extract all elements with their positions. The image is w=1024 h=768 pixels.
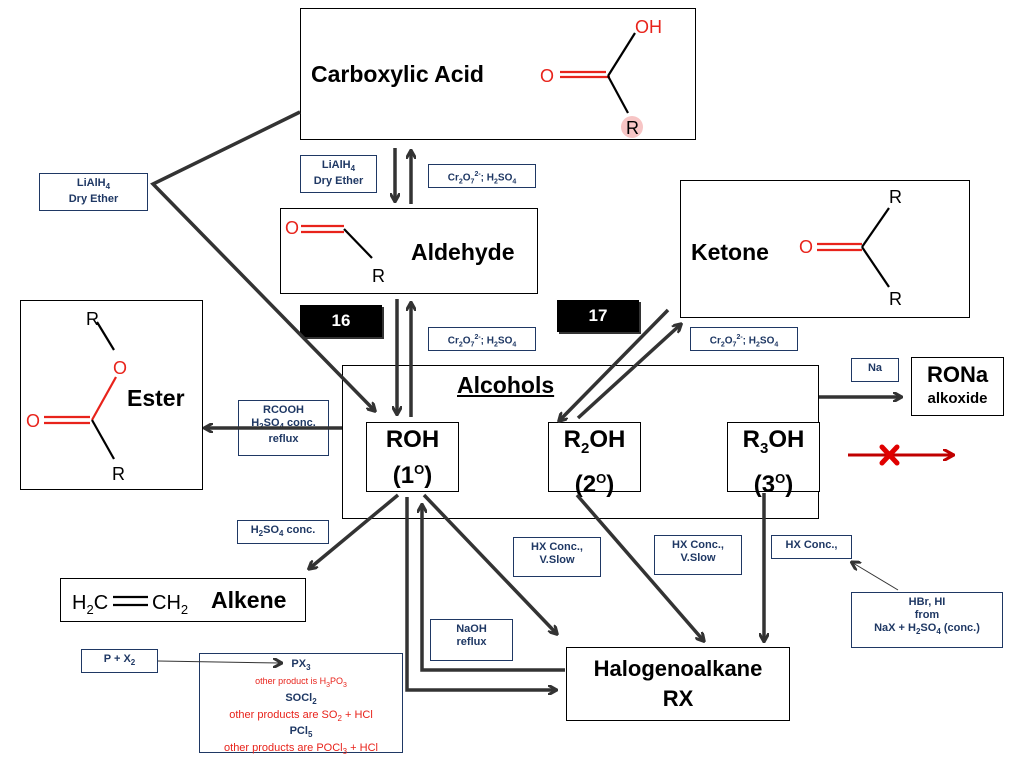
badge-17: 17	[557, 300, 639, 332]
sodium-note: Na	[851, 358, 899, 382]
tertiary-alcohol-degree: (3O)	[753, 470, 794, 498]
oxidation-note-3: Cr2O72-; H2SO4	[690, 327, 798, 351]
hx-conc-note: HX Conc.,	[771, 535, 852, 559]
rona-label: RONa	[926, 362, 989, 387]
alkene-box: Alkene	[60, 578, 306, 622]
carboxylic-acid-box: Carboxylic Acid	[300, 8, 696, 140]
tertiary-alcohol-box: R3OH (3O)	[727, 422, 820, 498]
alkoxide-label: alkoxide	[927, 390, 988, 407]
alcohols-label: Alcohols	[457, 372, 555, 398]
secondary-alcohol-box: R2OH (2O)	[548, 422, 641, 498]
lialh4-note-mid: LiAlH4 Dry Ether	[300, 155, 377, 193]
hx-slow-note-2: HX Conc., V.Slow	[654, 535, 742, 575]
phosphorus-halogen-note: P + X2	[81, 649, 158, 673]
tertiary-alcohol-formula: R3OH	[742, 426, 805, 457]
ester-box: Ester	[20, 300, 203, 490]
oxidation-note-2: Cr2O72-; H2SO4	[428, 327, 536, 351]
ketone-label: Ketone	[691, 239, 769, 265]
secondary-alcohol-formula: R2OH	[563, 426, 626, 457]
aldehyde-box: Aldehyde	[280, 208, 538, 294]
oxidation-note-1: Cr2O72-; H2SO4	[428, 164, 536, 188]
primary-alcohol-formula: ROH	[385, 426, 440, 453]
alkene-label: Alkene	[211, 587, 287, 613]
rona-box: RONa alkoxide	[911, 357, 1004, 416]
carboxylic-acid-label: Carboxylic Acid	[311, 61, 484, 87]
halogenoalkane-box: Halogenoalkane RX	[566, 647, 790, 721]
pointer-hbr-to-hx	[853, 563, 899, 591]
arrow-primary-to-rx-reagents	[405, 497, 555, 690]
badge-16: 16	[300, 305, 382, 337]
esterification-note: RCOOH H2SO4 conc. reflux	[238, 400, 329, 456]
primary-alcohol-box: ROH (1O)	[366, 422, 459, 492]
dehydration-note: H2SO4 conc.	[237, 520, 329, 544]
primary-alcohol-degree: (1O)	[392, 462, 433, 489]
ester-label: Ester	[127, 385, 185, 411]
secondary-alcohol-degree: (2O)	[574, 470, 615, 498]
hx-slow-note-1: HX Conc., V.Slow	[513, 537, 601, 577]
halogenating-reagents-box: PX3 other product is H3PO3 SOCl2 other p…	[199, 653, 403, 756]
halogenoalkane-rx-label: RX	[662, 686, 694, 711]
blocked-cross-icon	[879, 444, 900, 466]
aldehyde-label: Aldehyde	[411, 239, 515, 265]
naoh-note: NaOH reflux	[430, 619, 513, 661]
hbr-hi-note: HBr, HI from NaX + H2SO4 (conc.)	[851, 592, 1003, 648]
ketone-box: Ketone	[680, 180, 970, 318]
lialh4-note-left: LiAlH4 Dry Ether	[39, 173, 148, 211]
halogenoalkane-label: Halogenoalkane	[593, 656, 763, 681]
